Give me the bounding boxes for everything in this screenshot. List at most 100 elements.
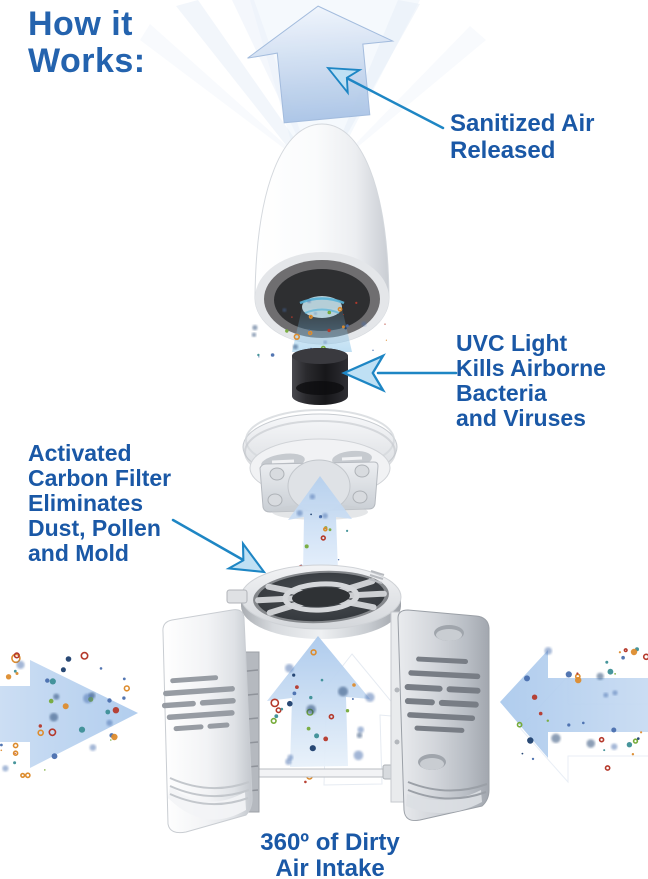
particle bbox=[337, 306, 343, 312]
particle bbox=[342, 314, 344, 315]
particle bbox=[618, 651, 622, 654]
particle bbox=[385, 339, 387, 341]
particle bbox=[292, 691, 297, 696]
particle bbox=[13, 761, 17, 765]
particle bbox=[604, 765, 611, 771]
particle bbox=[605, 660, 609, 664]
particle bbox=[598, 736, 605, 743]
particle bbox=[351, 698, 354, 700]
particle bbox=[320, 535, 326, 541]
particle bbox=[251, 332, 257, 337]
particle bbox=[280, 707, 284, 711]
particle bbox=[123, 685, 131, 692]
particle bbox=[62, 703, 69, 710]
particle bbox=[357, 726, 364, 733]
intake-arrow-left bbox=[0, 660, 138, 768]
particle bbox=[637, 737, 640, 740]
particle bbox=[323, 340, 327, 344]
intake-arrow-right bbox=[500, 650, 648, 784]
particle bbox=[314, 733, 320, 739]
label-uvc-light: UVC Light Kills Airborne Bacteria and Vi… bbox=[456, 330, 606, 431]
particle bbox=[341, 325, 345, 329]
particle bbox=[328, 713, 335, 720]
particle bbox=[292, 344, 298, 350]
particle bbox=[338, 686, 348, 697]
carbon-filter bbox=[226, 564, 402, 639]
particle bbox=[603, 749, 606, 752]
particle bbox=[16, 660, 25, 670]
particle bbox=[327, 328, 331, 333]
particle bbox=[306, 704, 316, 715]
particle bbox=[38, 724, 42, 728]
housing-left bbox=[161, 609, 253, 834]
particle bbox=[306, 726, 311, 731]
particles-intake-right bbox=[516, 647, 640, 771]
particle bbox=[565, 671, 572, 678]
particle bbox=[640, 731, 643, 734]
particle bbox=[531, 757, 535, 761]
particle bbox=[111, 733, 118, 741]
particle bbox=[304, 780, 307, 784]
particle bbox=[308, 329, 311, 331]
particle bbox=[314, 312, 317, 315]
particle bbox=[309, 494, 316, 500]
particle bbox=[353, 750, 364, 761]
uvc-lamp bbox=[292, 348, 348, 405]
particle bbox=[11, 653, 21, 664]
particle bbox=[607, 668, 614, 675]
particle bbox=[327, 310, 332, 315]
particle bbox=[632, 738, 639, 744]
particle bbox=[328, 528, 332, 532]
particle bbox=[89, 744, 97, 751]
particle bbox=[611, 743, 618, 750]
uvc-leader-arrow bbox=[342, 354, 458, 392]
particle bbox=[285, 758, 292, 765]
particle bbox=[546, 719, 549, 722]
particle bbox=[631, 753, 635, 756]
support-rod bbox=[237, 764, 409, 780]
particle bbox=[384, 323, 386, 325]
particle bbox=[612, 690, 618, 696]
particle bbox=[107, 698, 112, 703]
label-air-intake: 360º of Dirty Air Intake bbox=[260, 829, 400, 879]
particle bbox=[630, 648, 638, 656]
particle bbox=[275, 707, 282, 714]
particle bbox=[48, 698, 54, 704]
particles-left-edge bbox=[0, 652, 31, 779]
particle bbox=[296, 510, 303, 517]
particle bbox=[99, 667, 103, 670]
particle bbox=[252, 325, 258, 331]
particle bbox=[586, 739, 596, 748]
particle bbox=[345, 709, 350, 713]
particle bbox=[51, 753, 58, 760]
particle bbox=[291, 316, 293, 318]
sanitized-air-arrow bbox=[247, 5, 395, 124]
particle bbox=[257, 353, 260, 357]
particle bbox=[521, 752, 524, 755]
particle bbox=[13, 669, 17, 673]
particle bbox=[122, 696, 126, 700]
top-cover bbox=[254, 123, 390, 352]
particle bbox=[24, 772, 31, 779]
particle bbox=[270, 698, 280, 708]
particle bbox=[292, 673, 296, 677]
particle bbox=[307, 330, 313, 336]
particle bbox=[346, 529, 349, 533]
particle bbox=[0, 749, 3, 752]
particle bbox=[274, 714, 279, 719]
particle bbox=[642, 653, 648, 661]
particle bbox=[621, 655, 625, 660]
particle bbox=[48, 728, 57, 737]
particle bbox=[310, 649, 317, 656]
particle bbox=[13, 652, 20, 659]
particle bbox=[49, 678, 56, 685]
particle bbox=[538, 711, 543, 716]
particle bbox=[44, 769, 46, 771]
label-carbon-filter: Activated Carbon Filter Eliminates Dust,… bbox=[28, 440, 172, 566]
particle bbox=[60, 667, 66, 673]
particle bbox=[344, 327, 347, 330]
particle bbox=[258, 356, 260, 358]
particle bbox=[524, 675, 530, 682]
particle bbox=[323, 736, 329, 742]
particle bbox=[372, 349, 374, 351]
